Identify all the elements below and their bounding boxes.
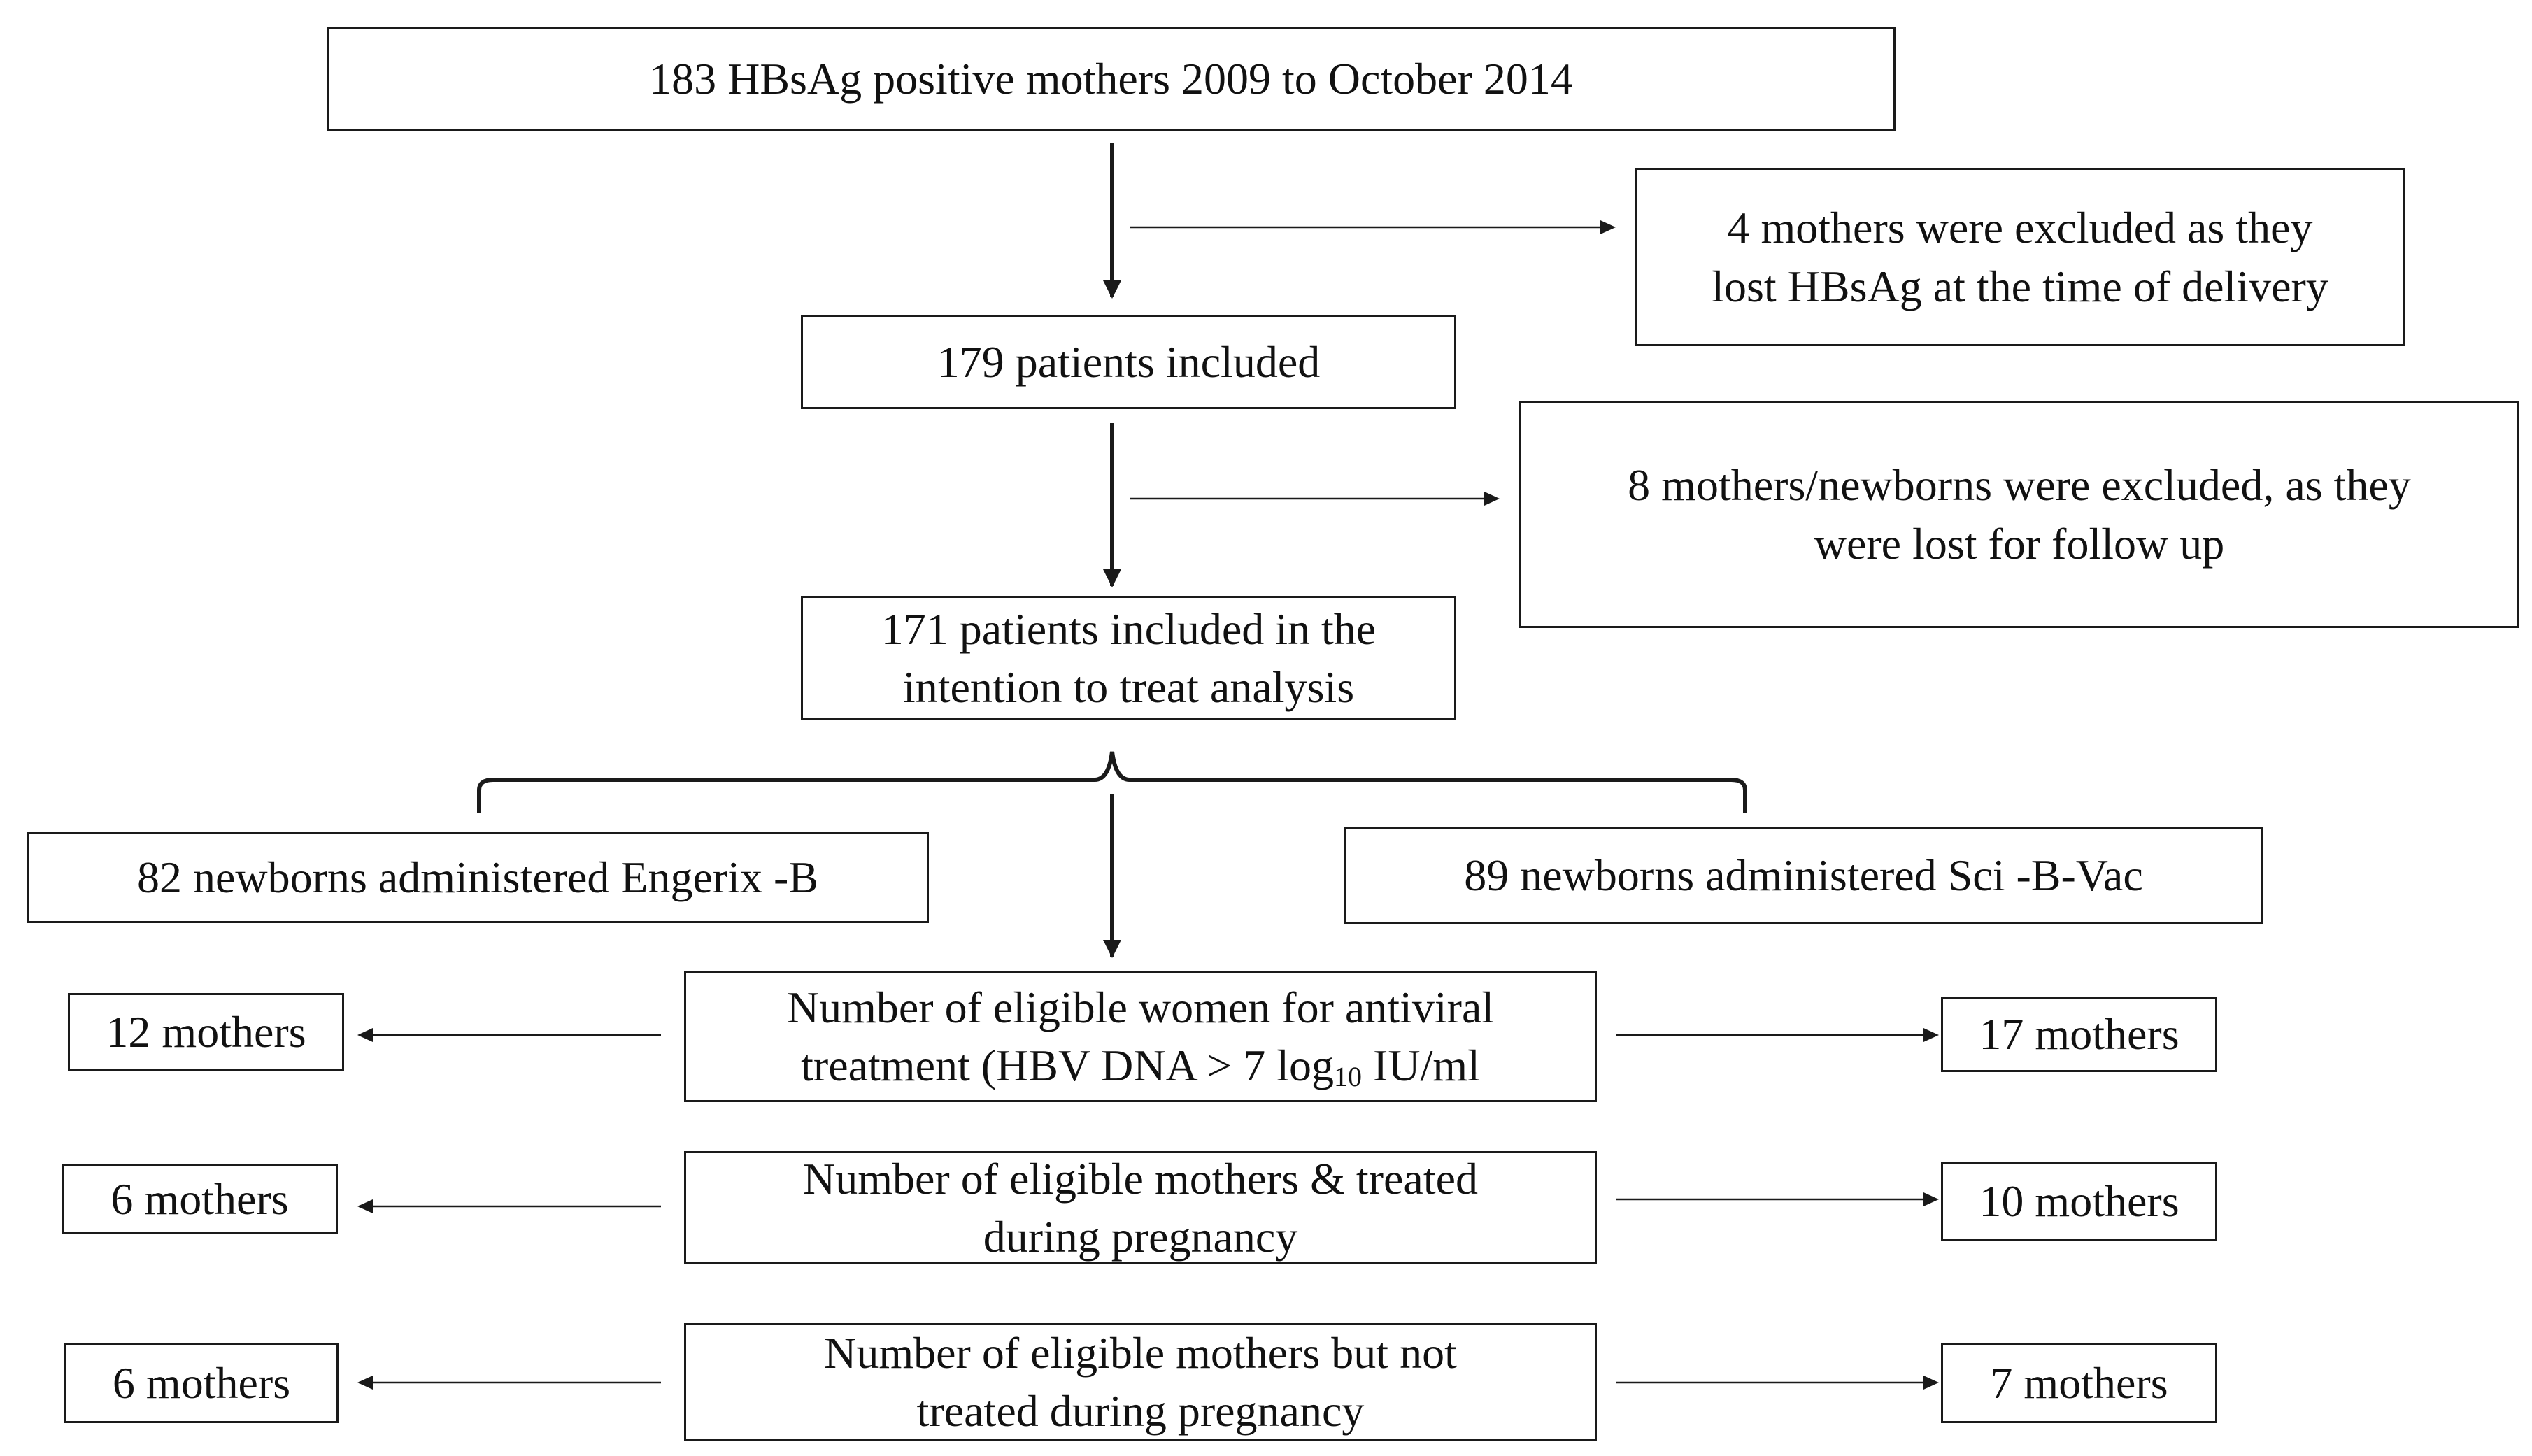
box-engerix-group: 82 newborns administered Engerix -B [27, 832, 929, 923]
not-treated-line-2: treated during pregnancy [916, 1386, 1365, 1436]
not-treated-line-1: Number of eligible mothers but not [824, 1327, 1457, 1378]
scibvac-group-label: 89 newborns administered Sci -B-Vac [1464, 850, 2143, 901]
eligible-line-1: Number of eligible women for antiviral [786, 982, 1495, 1032]
not-treated-left-count-label: 6 mothers [112, 1357, 291, 1408]
treated-line-1: Number of eligible mothers & treated [802, 1153, 1479, 1204]
eligible-line-2: treatment (HBV DNA > 7 log10 IU/ml [787, 1036, 1494, 1094]
eligible-left-count-label: 12 mothers [106, 1007, 306, 1057]
box-eligible-right-count: 17 mothers [1941, 997, 2217, 1072]
treated-line-2: during pregnancy [983, 1212, 1298, 1262]
excluded-1-line-1: 4 mothers were excluded as they [1727, 203, 2313, 253]
not-treated-right-count-label: 7 mothers [1990, 1357, 2168, 1408]
box-treated-left-count: 6 mothers [62, 1164, 338, 1234]
box-excluded-lost-hbsag: 4 mothers were excluded as they lost HBs… [1635, 168, 2405, 346]
box-not-treated-left-count: 6 mothers [64, 1343, 339, 1423]
box-eligible-women: Number of eligible women for antiviral t… [684, 971, 1597, 1102]
itt-line-2: intention to treat analysis [902, 662, 1355, 712]
box-eligible-left-count: 12 mothers [68, 993, 344, 1071]
eligible-right-count-label: 17 mothers [1979, 1009, 2179, 1059]
eligible-line-2-unit: IU/ml [1362, 1041, 1480, 1090]
box-all-hbsag-mothers-label: 183 HBsAg positive mothers 2009 to Octob… [649, 54, 1573, 104]
box-171-intention-to-treat: 171 patients included in the intention t… [801, 596, 1456, 720]
engerix-group-label: 82 newborns administered Engerix -B [137, 852, 818, 903]
eligible-line-2-main: treatment (HBV DNA > 7 log [801, 1041, 1335, 1090]
excluded-1-line-2: lost HBsAg at the time of delivery [1712, 261, 2328, 311]
box-excluded-lost-followup: 8 mothers/newborns were excluded, as the… [1519, 401, 2519, 628]
split-brace [477, 751, 1747, 813]
box-eligible-not-treated: Number of eligible mothers but not treat… [684, 1323, 1597, 1441]
itt-line-1: 171 patients included in the [881, 604, 1377, 654]
box-not-treated-right-count: 7 mothers [1941, 1343, 2217, 1423]
box-eligible-treated: Number of eligible mothers & treated dur… [684, 1151, 1597, 1264]
treated-right-count-label: 10 mothers [1979, 1176, 2179, 1227]
excluded-2-line-1: 8 mothers/newborns were excluded, as the… [1628, 460, 2411, 511]
excluded-2-line-2: were lost for follow up [1814, 518, 2225, 569]
treated-left-count-label: 6 mothers [111, 1174, 289, 1225]
box-179-label: 179 patients included [937, 336, 1321, 387]
box-scibvac-group: 89 newborns administered Sci -B-Vac [1344, 827, 2263, 924]
box-treated-right-count: 10 mothers [1941, 1162, 2217, 1241]
box-all-hbsag-mothers: 183 HBsAg positive mothers 2009 to Octob… [327, 27, 1896, 131]
log-subscript: 10 [1334, 1061, 1363, 1092]
box-179-patients-included: 179 patients included [801, 315, 1456, 409]
